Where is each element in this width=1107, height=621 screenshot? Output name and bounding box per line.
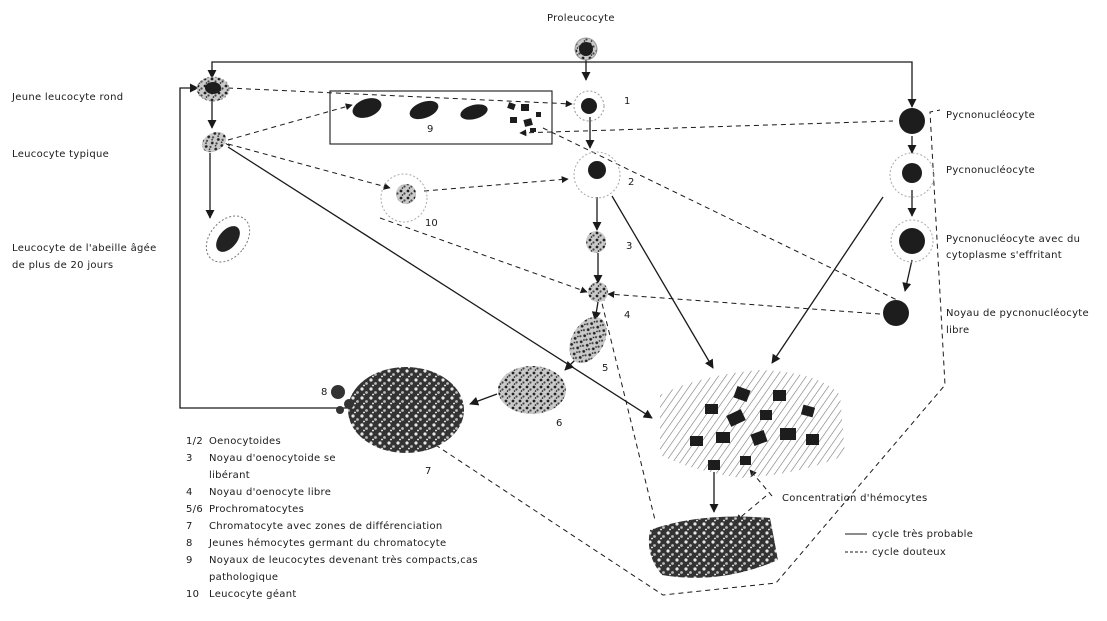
legend-dashed-label: cycle douteux [872, 546, 946, 559]
stage-number-9: 9 [427, 124, 433, 136]
stage-number-8: 8 [321, 387, 327, 399]
stage-number-5: 5 [602, 363, 608, 375]
label-proleucocyte: Proleucocyte [547, 12, 615, 25]
label-concentration: Concentration d'hémocytes [782, 492, 928, 505]
label-jeune-leucocyte-rond: Jeune leucocyte rond [12, 91, 123, 104]
line-style-legend [845, 534, 867, 552]
stage-number-4: 4 [624, 310, 630, 322]
label-noyau-pycno-1: Noyau de pycnonucléocyte [946, 307, 1089, 320]
label-leucocyte-abeille-2: de plus de 20 jours [12, 259, 113, 272]
legend-solid-label: cycle très probable [872, 528, 973, 541]
label-pycno-cytoplasme-2: cytoplasme s'effritant [946, 249, 1062, 262]
label-leucocyte-abeille-1: Leucocyte de l'abeille âgée [12, 242, 157, 255]
legend-item: libérant [186, 467, 478, 484]
label-leucocyte-typique: Leucocyte typique [12, 148, 109, 161]
stage-number-1: 1 [624, 96, 630, 108]
stage-number-3: 3 [626, 241, 632, 253]
legend-item: pathologique [186, 569, 478, 586]
stage-number-10: 10 [425, 218, 438, 230]
label-pycno-cytoplasme-1: Pycnonucléocyte avec du [946, 233, 1080, 246]
label-pycnonucleocyte-1: Pycnonucléocyte [946, 109, 1035, 122]
label-noyau-pycno-2: libre [946, 324, 969, 337]
stage-number-2: 2 [628, 177, 634, 189]
stage-number-6: 6 [556, 418, 562, 430]
label-pycnonucleocyte-2: Pycnonucléocyte [946, 164, 1035, 177]
